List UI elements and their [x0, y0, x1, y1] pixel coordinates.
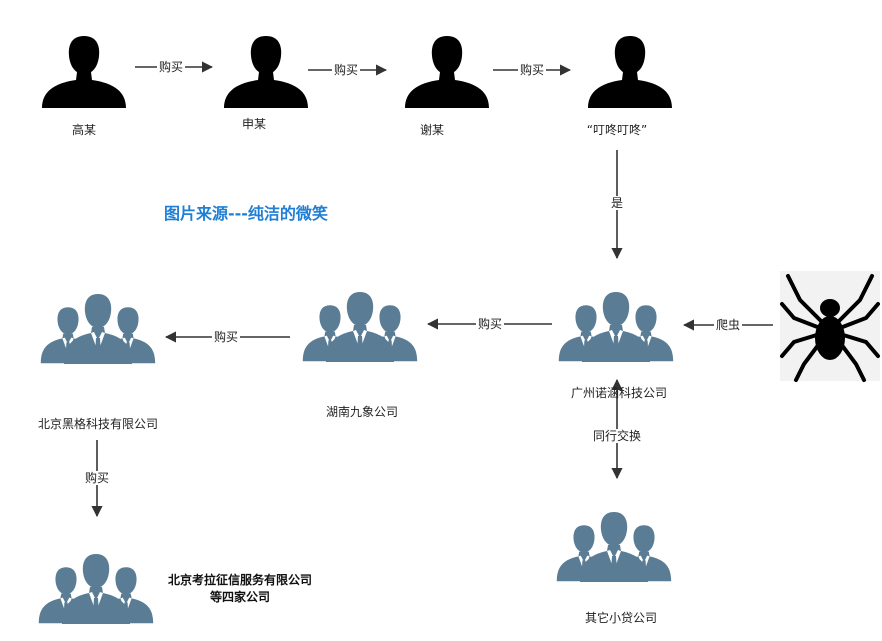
person-silhouette-icon	[588, 36, 672, 108]
person-label-gao: 高某	[71, 123, 97, 137]
spider-icon	[780, 271, 880, 382]
company-label-hunan: 湖南九象公司	[325, 405, 399, 419]
edge-label-peer-exchange: 同行交换	[590, 429, 644, 443]
edge-label-buy: 购买	[82, 471, 112, 485]
edge-label-buy: 购买	[517, 63, 547, 77]
company-label-guangzhou: 广州诺涵科技公司	[570, 386, 668, 400]
person-label-shen: 申某	[241, 117, 267, 131]
edge-label-crawler: 爬虫	[713, 318, 743, 332]
image-source-watermark: 图片来源---纯洁的微笑	[164, 204, 328, 223]
edge-label-is: 是	[608, 196, 626, 210]
edge-label-buy: 购买	[211, 330, 241, 344]
person-silhouette-icon	[405, 36, 489, 108]
edge-label-buy: 购买	[475, 317, 505, 331]
business-group-icon	[41, 294, 155, 364]
edge-label-buy: 购买	[156, 60, 186, 74]
company-label-beijing-kaola: 北京考拉征信服务有限公司 等四家公司	[167, 573, 313, 604]
business-group-icon	[559, 292, 673, 362]
company-label-beijing-heige: 北京黑格科技有限公司	[37, 417, 159, 431]
business-group-icon	[303, 292, 417, 362]
person-label-xie: 谢某	[419, 123, 445, 137]
business-group-icon	[557, 512, 671, 582]
person-silhouette-icon	[42, 36, 126, 108]
person-silhouette-icon	[224, 36, 308, 108]
person-label-dingdong: “叮咚叮咚”	[586, 123, 648, 137]
business-group-icon	[39, 554, 153, 624]
company-label-other-loans: 其它小贷公司	[584, 611, 658, 625]
edge-label-buy: 购买	[331, 63, 361, 77]
